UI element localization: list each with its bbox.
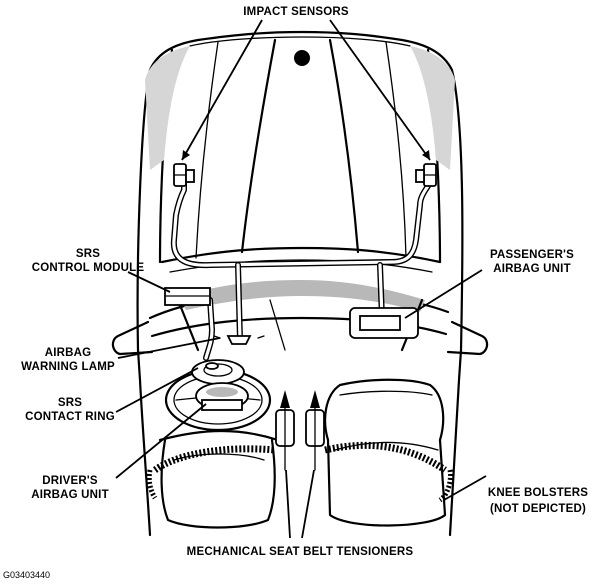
leader-lines	[115, 19, 487, 539]
impact-sensors-label: IMPACT SENSORS	[243, 6, 349, 18]
passenger-airbag-label-line2: AIRBAG UNIT	[493, 263, 571, 275]
srs-contact-ring-label-line1: SRS	[58, 397, 82, 409]
seat-belts	[146, 441, 453, 503]
seat-belt-tensioner-left	[275, 390, 295, 471]
driver-seat	[158, 429, 280, 529]
knee-bolsters-label-line1: KNEE BOLSTERS	[488, 487, 588, 499]
airbag-warning-lamp-label-line2: WARNING LAMP	[21, 361, 115, 373]
srs-control-module	[164, 287, 211, 306]
seat-belt-tensioner-right	[305, 390, 325, 471]
passenger-airbag-unit	[349, 307, 419, 339]
airbag-warning-lamp-label-line1: AIRBAG	[45, 347, 92, 359]
driver-airbag-unit	[195, 382, 249, 411]
srs-contact-ring-label-line2: CONTACT RING	[25, 411, 115, 423]
driver-airbag-label-line1: DRIVER'S	[42, 475, 98, 487]
labels: IMPACT SENSORS SRS CONTROL MODULE PASSEN…	[3, 6, 588, 580]
right-mirror	[446, 320, 489, 356]
car-body	[136, 30, 464, 537]
impact-sensor-right	[415, 163, 437, 187]
passenger-seat	[324, 378, 447, 527]
impact-sensor-left	[173, 163, 195, 187]
passenger-airbag-label-line1: PASSENGER'S	[490, 249, 574, 261]
left-mirror	[111, 320, 154, 356]
airbag-warning-lamp	[213, 335, 265, 345]
srs-contact-ring	[191, 359, 245, 385]
seat-belt-tensioners-label: MECHANICAL SEAT BELT TENSIONERS	[187, 546, 414, 558]
figure-code: G03403440	[3, 570, 50, 580]
knee-bolsters-label-line2: (NOT DEPICTED)	[490, 503, 586, 515]
driver-airbag-label-line2: AIRBAG UNIT	[31, 489, 109, 501]
srs-control-module-label-line1: SRS	[76, 248, 100, 260]
srs-control-module-label-line2: CONTROL MODULE	[32, 262, 145, 274]
